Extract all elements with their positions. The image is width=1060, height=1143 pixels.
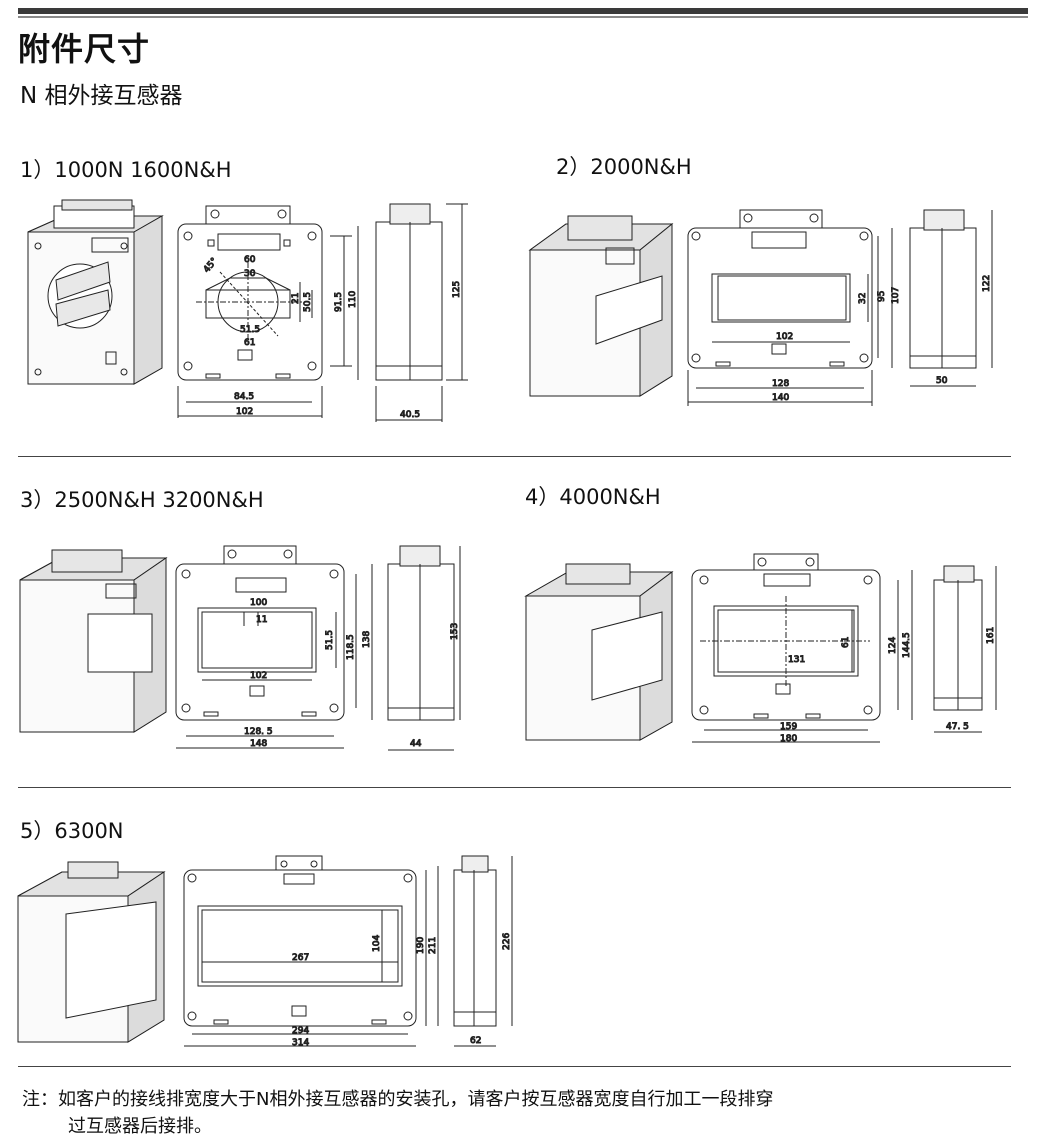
section-1-label: 1）1000N 1600N&H <box>20 158 232 182</box>
dim-2-122: 122 <box>982 275 992 292</box>
dim-1-40-5: 40.5 <box>400 410 420 420</box>
dim-5-226: 226 <box>502 933 512 950</box>
dim-1-61: 61 <box>244 338 255 348</box>
dim-2-32: 32 <box>858 293 868 304</box>
section-4-label: 4）4000N&H <box>525 485 661 509</box>
dim-3-100: 100 <box>250 598 267 608</box>
section-2-label: 2）2000N&H <box>556 155 692 179</box>
dim-1-125: 125 <box>452 281 462 298</box>
section-5-label: 5）6300N <box>20 819 124 843</box>
dim-3-102: 102 <box>250 671 267 681</box>
dim-5-190: 190 <box>416 937 426 954</box>
dim-4-180: 180 <box>780 734 797 744</box>
dim-1-91-5: 91.5 <box>334 292 344 312</box>
transformer-1-side: 125 40.5 <box>375 203 468 422</box>
transformer-2-front: 102 32 95 107 128 140 <box>687 209 902 406</box>
transformer-4-perspective <box>524 563 674 741</box>
dim-3-148: 148 <box>250 739 267 749</box>
dim-4-47-5: 47. 5 <box>946 722 969 732</box>
header-rule-thin <box>18 16 1028 18</box>
dim-2-50: 50 <box>936 376 948 386</box>
section-divider <box>18 787 1011 788</box>
page-subtitle: N 相外接互感器 <box>20 83 183 109</box>
transformer-1-perspective <box>27 199 164 385</box>
transformer-5-perspective <box>17 861 166 1043</box>
dim-4-159: 159 <box>780 722 797 732</box>
dim-5-62: 62 <box>470 1036 481 1046</box>
dim-1-84-5: 84.5 <box>234 392 254 402</box>
footnote: 注：如客户的接线排宽度大于N相外接互感器的安装孔，请客户按互感器宽度自行加工一段… <box>22 1086 773 1140</box>
dim-2-128: 128 <box>772 379 789 389</box>
dim-1-102: 102 <box>236 407 253 417</box>
section-divider <box>18 1066 1011 1067</box>
section-3-label: 3）2500N&H 3200N&H <box>20 488 264 512</box>
dim-5-211: 211 <box>428 937 438 954</box>
dim-3-118-5: 118.5 <box>346 634 356 660</box>
dim-5-267: 267 <box>292 953 309 963</box>
dim-5-104: 104 <box>372 935 382 952</box>
dim-3-44: 44 <box>410 739 422 749</box>
dim-2-107: 107 <box>891 287 901 304</box>
dim-3-138: 138 <box>362 631 372 648</box>
dim-1-30: 30 <box>244 269 256 279</box>
dim-1-50-5: 50.5 <box>303 292 313 312</box>
footnote-line-1: 注：如客户的接线排宽度大于N相外接互感器的安装孔，请客户按互感器宽度自行加工一段… <box>22 1089 774 1110</box>
dim-4-161: 161 <box>986 627 996 644</box>
transformer-2-perspective <box>528 215 674 397</box>
transformer-4-side: 161 47. 5 <box>933 565 997 733</box>
dim-2-140: 140 <box>772 393 789 403</box>
dim-5-314: 314 <box>292 1038 309 1048</box>
dim-1-60: 60 <box>244 255 256 265</box>
dim-2-95: 95 <box>877 291 887 302</box>
dim-4-124: 124 <box>888 637 898 654</box>
section-divider <box>18 456 1011 457</box>
transformer-2-side: 122 50 <box>909 209 993 387</box>
transformer-3-side: 153 44 <box>387 545 461 751</box>
dim-1-51-5: 51.5 <box>240 325 260 335</box>
page-title: 附件尺寸 <box>18 30 151 68</box>
transformer-4-front: 131 61 124 144.5 159 180 <box>691 553 913 745</box>
transformer-1-front: 60 30 45° 21 50.5 51.5 61 91.5 110 84.5 … <box>177 205 359 418</box>
dim-1-110: 110 <box>348 291 358 308</box>
dim-3-51-5: 51.5 <box>325 630 335 650</box>
dim-1-21: 21 <box>291 293 301 304</box>
footnote-line-2: 过互感器后接排。 <box>68 1116 212 1137</box>
header-rule <box>18 8 1028 14</box>
transformer-3-perspective <box>19 549 168 733</box>
transformer-5-side: 226 62 <box>453 855 513 1047</box>
dim-3-11: 11 <box>256 615 267 625</box>
dim-2-102: 102 <box>776 332 793 342</box>
transformer-5-front: 267 104 190 211 294 314 <box>183 855 439 1049</box>
dim-4-144-5: 144.5 <box>902 632 912 658</box>
dim-4-61: 61 <box>841 637 851 648</box>
dim-3-153: 153 <box>450 623 460 640</box>
dim-4-131: 131 <box>788 655 805 665</box>
dim-5-294: 294 <box>292 1026 309 1036</box>
dim-3-128-5: 128. 5 <box>244 727 273 737</box>
transformer-3-front: 100 11 51.5 118.5 138 102 128. 5 148 <box>175 545 373 750</box>
